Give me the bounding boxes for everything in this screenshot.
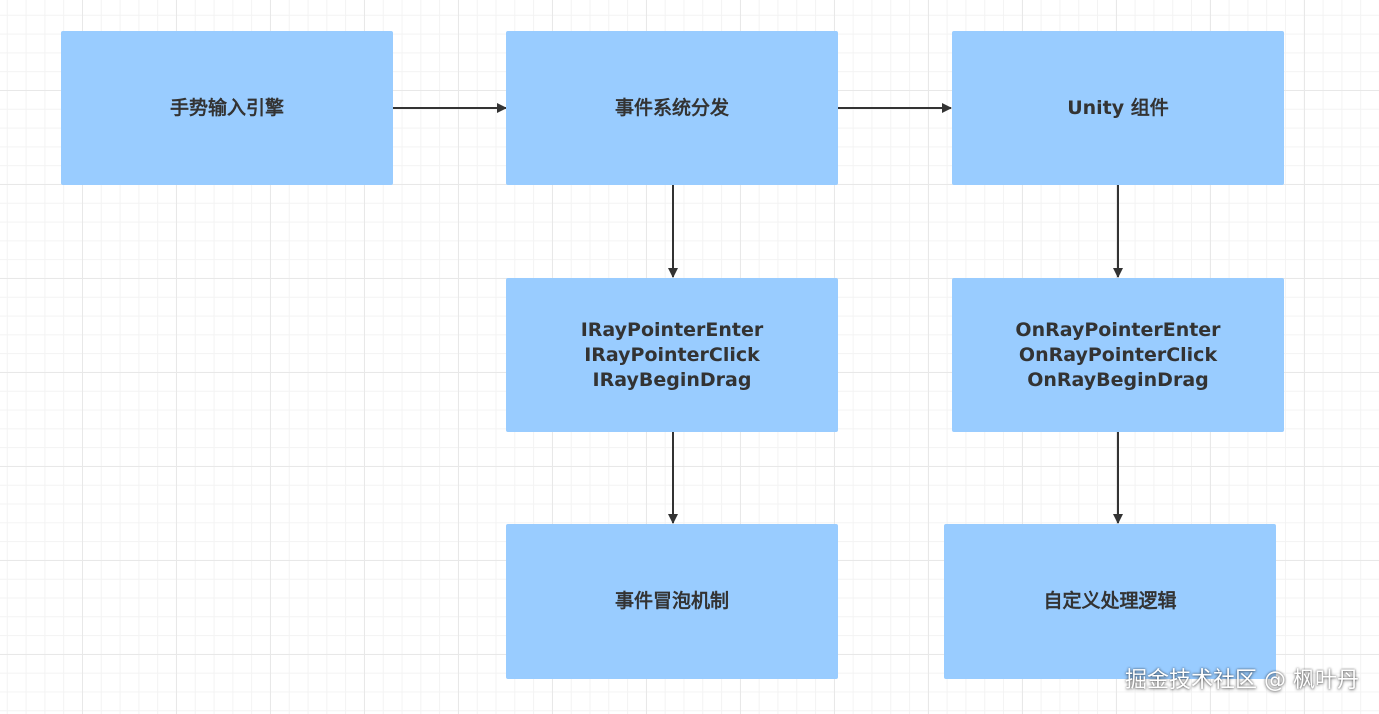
node-gesture-engine-label: 手势输入引擎 bbox=[169, 96, 284, 119]
on-ray-callback-click: OnRayPointerClick bbox=[1018, 343, 1218, 366]
node-on-ray-callbacks[interactable]: OnRayPointerEnter OnRayPointerClick OnRa… bbox=[952, 278, 1284, 432]
node-ray-interfaces[interactable]: IRayPointerEnter IRayPointerClick IRayBe… bbox=[506, 278, 838, 432]
node-custom-logic[interactable]: 自定义处理逻辑 bbox=[944, 524, 1276, 679]
ray-interface-enter: IRayPointerEnter bbox=[580, 318, 764, 341]
node-gesture-engine[interactable]: 手势输入引擎 bbox=[61, 31, 393, 185]
ray-interface-begin-drag: IRayBeginDrag bbox=[592, 368, 752, 391]
on-ray-callback-enter: OnRayPointerEnter bbox=[1015, 318, 1221, 341]
node-event-dispatch-label: 事件系统分发 bbox=[614, 96, 729, 119]
node-event-bubbling[interactable]: 事件冒泡机制 bbox=[506, 524, 838, 679]
node-event-bubbling-label: 事件冒泡机制 bbox=[614, 590, 729, 612]
watermark-text: 掘金技术社区 @ 枫叶丹 bbox=[1125, 668, 1359, 693]
node-event-dispatch[interactable]: 事件系统分发 bbox=[506, 31, 838, 185]
node-custom-logic-label: 自定义处理逻辑 bbox=[1043, 590, 1177, 612]
node-unity-component[interactable]: Unity 组件 bbox=[952, 31, 1284, 185]
ray-interface-click: IRayPointerClick bbox=[584, 343, 760, 366]
node-unity-component-label: Unity 组件 bbox=[1067, 96, 1169, 119]
on-ray-callback-begin-drag: OnRayBeginDrag bbox=[1027, 368, 1209, 391]
